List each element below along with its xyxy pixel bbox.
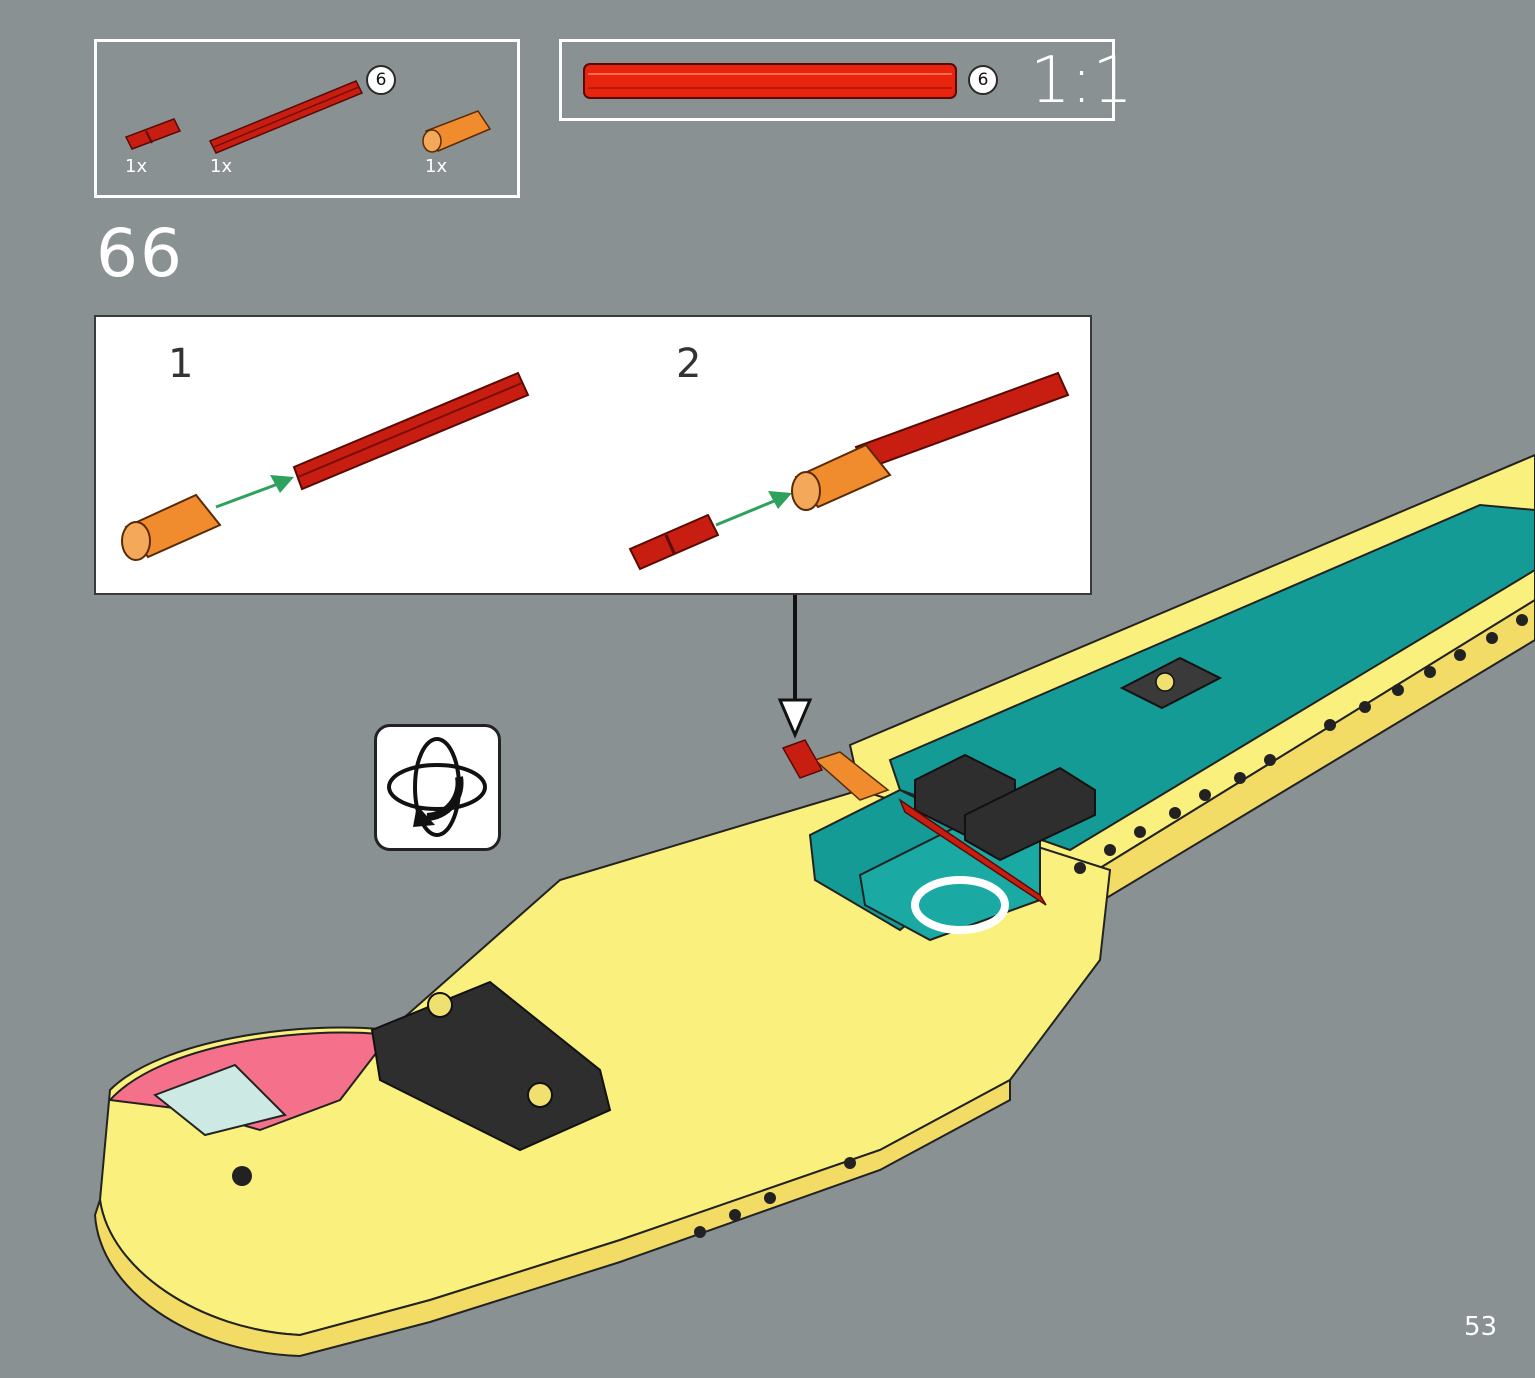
substep-1-orange-bush <box>121 493 222 561</box>
red-axle-qty: 1x <box>210 156 233 177</box>
placed-red-axle <box>898 797 1047 906</box>
orange-bush-icon <box>422 110 492 153</box>
light-blue-tile <box>153 1063 287 1137</box>
axle-length-badge: 6 <box>366 65 396 95</box>
sub-assembly-box: 1 2 <box>94 315 1092 595</box>
red-axle-icon <box>208 80 364 154</box>
red-connector-icon <box>124 118 182 150</box>
substep-2-red-connector <box>628 513 720 571</box>
yellow-base-side <box>93 1078 1011 1358</box>
step-number: 66 <box>96 215 184 292</box>
axle-scale-icon <box>583 63 957 99</box>
parts-list-art <box>124 80 492 154</box>
substep-2-number: 2 <box>676 341 702 387</box>
scale-length-badge: 6 <box>968 65 998 95</box>
page-number: 53 <box>1464 1312 1498 1342</box>
sub-assembly-art <box>121 371 1070 571</box>
orange-bush-qty: 1x <box>425 156 448 177</box>
substep-2-assembled-axle <box>791 371 1070 511</box>
red-connector-qty: 1x <box>125 156 148 177</box>
rotate-model-icon <box>374 724 501 851</box>
black-beam <box>370 980 612 1152</box>
substep-1-red-axle <box>292 371 530 491</box>
scale-callout-box: 6 1:1 <box>559 39 1133 121</box>
scale-label: 1:1 <box>1030 44 1133 118</box>
substep-1-number: 1 <box>168 341 194 387</box>
placed-red-connector <box>781 739 824 779</box>
parts-list-box: 1x 1x 1x 6 <box>94 39 520 198</box>
placed-orange-bush <box>813 751 890 801</box>
